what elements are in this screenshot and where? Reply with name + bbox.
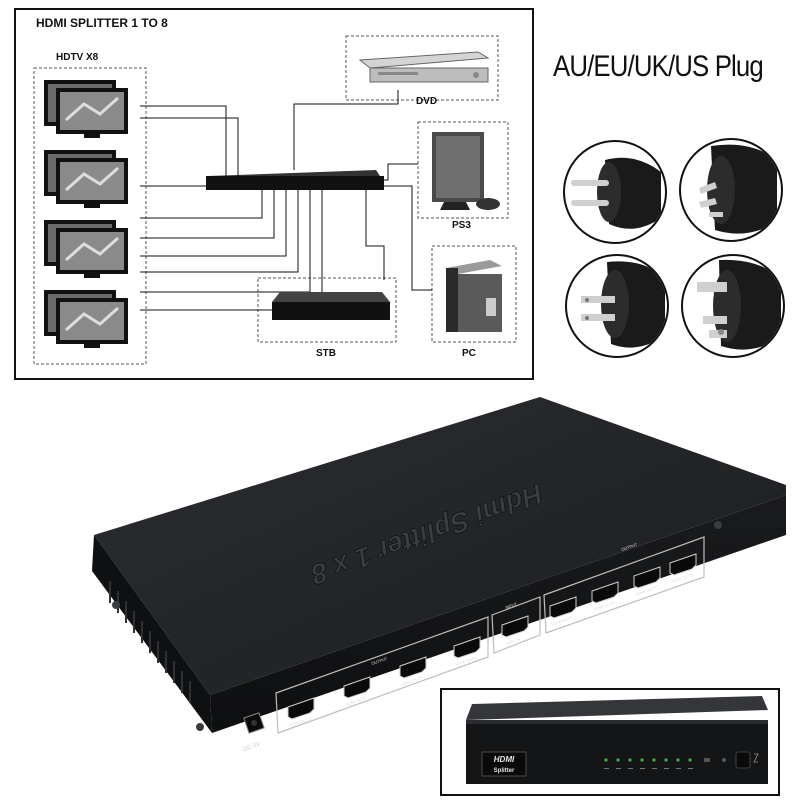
output-group-label-2: OUTPUT	[621, 542, 639, 552]
splitter-product-photo: Hdmi Splitter 1 x 8 OUTPUT INPUT OUTPUT …	[0, 395, 800, 800]
hdtv-label: HDTV X8	[56, 52, 99, 63]
inset-badge-top: HDMI	[494, 755, 515, 764]
splitter-device-icon: Hdmi Splitter 1 x 8 OUTPUT INPUT OUTPUT …	[92, 397, 786, 753]
diagram-title: HDMI SPLITTER 1 TO 8	[36, 16, 168, 30]
pc-box	[431, 245, 517, 343]
source-label-stb: STB	[316, 348, 336, 359]
output-group-label-1: OUTPUT	[371, 656, 389, 666]
splitter-front-icon: HDMI Splitter	[466, 696, 768, 784]
inset-badge-bottom: Splitter	[494, 768, 515, 774]
source-label-ps3: PS3	[452, 220, 471, 231]
hdtv-group-box	[33, 67, 147, 365]
ps3-box	[417, 121, 509, 219]
ps3-icon	[432, 132, 500, 210]
us-plug-icon	[565, 254, 669, 358]
tv-icon	[44, 150, 128, 208]
source-label-dvd: DVD	[416, 96, 438, 107]
front-view-inset: HDMI Splitter	[440, 688, 780, 796]
stb-icon	[272, 292, 390, 320]
tv-icon	[44, 80, 128, 138]
input-cables	[293, 90, 432, 291]
eu-plug-icon	[563, 140, 667, 244]
tv-icon	[44, 220, 128, 278]
connection-diagram: HDMI SPLITTER 1 TO 8 HDTV X8	[14, 8, 534, 380]
diagram-drawing	[33, 35, 517, 365]
tv-icon-group	[44, 80, 128, 348]
dvd-box	[345, 35, 499, 101]
power-label: DC 5V	[243, 741, 262, 752]
dvd-icon	[358, 51, 490, 83]
source-label-pc: PC	[462, 348, 476, 359]
au-plug-icon	[679, 138, 783, 242]
plug-title: AU/EU/UK/US Plug	[553, 50, 764, 83]
pc-icon	[446, 260, 502, 332]
input-group-label: INPUT	[505, 601, 519, 610]
output-cables	[140, 105, 323, 311]
uk-plug-icon	[681, 254, 785, 358]
tv-icon	[44, 290, 128, 348]
port-label: HDMI IN	[505, 636, 521, 646]
